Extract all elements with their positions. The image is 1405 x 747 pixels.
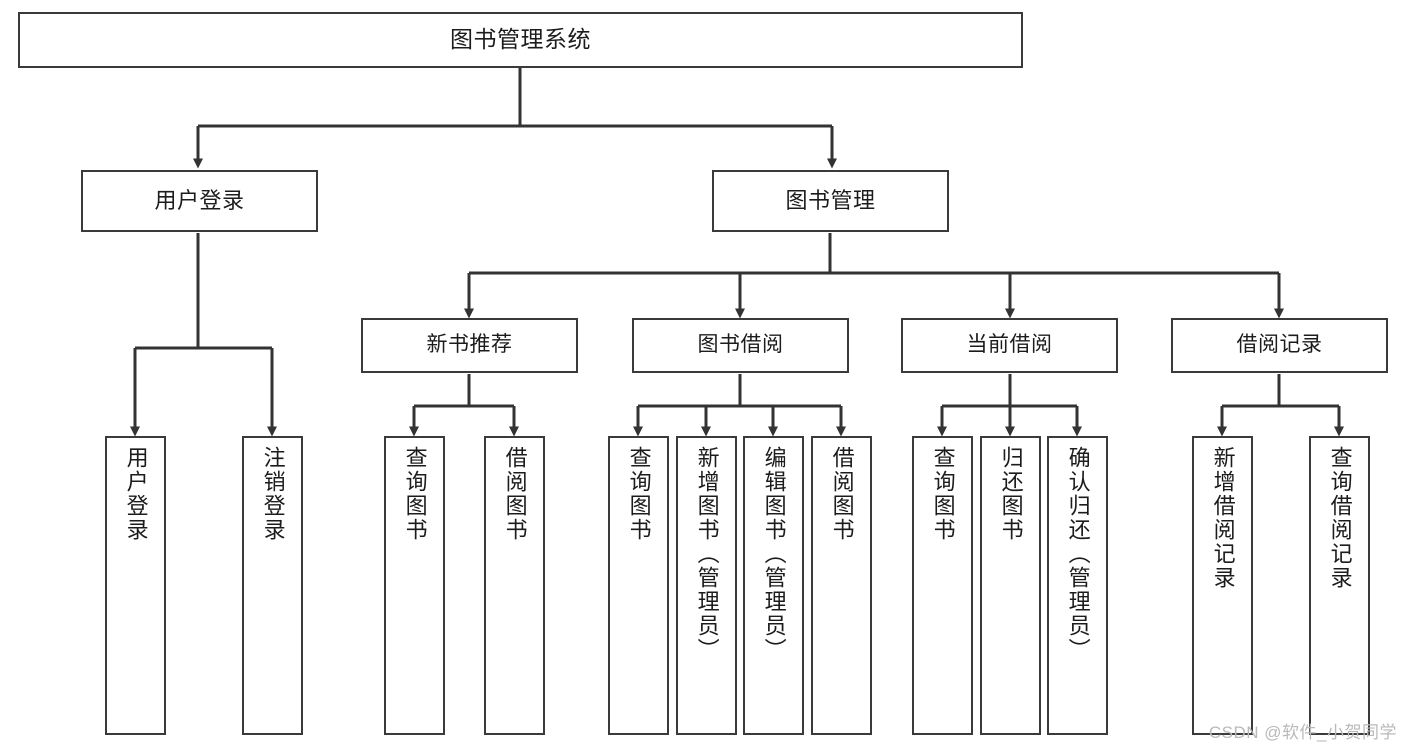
leaf-logout[interactable]: 注销登录 — [242, 436, 303, 735]
leaf-query-books-current[interactable]: 查询图书 — [912, 436, 973, 735]
leaf-user-login[interactable]: 用户登录 — [105, 436, 166, 735]
node-current-borrow[interactable]: 当前借阅 — [901, 318, 1118, 373]
leaf-borrow-books-borrow-label: 借阅图书 — [829, 446, 855, 542]
leaf-query-borrow-record-label: 查询借阅记录 — [1327, 446, 1353, 590]
node-root[interactable]: 图书管理系统 — [18, 12, 1023, 68]
node-user-login-label: 用户登录 — [154, 188, 245, 214]
node-borrow-record[interactable]: 借阅记录 — [1171, 318, 1388, 373]
node-new-book-recommend-label: 新书推荐 — [426, 333, 513, 357]
node-new-book-recommend[interactable]: 新书推荐 — [361, 318, 578, 373]
leaf-edit-book-admin-label: 编辑图书（管理员） — [761, 446, 787, 662]
leaf-query-books-new-label: 查询图书 — [402, 446, 428, 542]
leaf-edit-book-admin[interactable]: 编辑图书（管理员） — [743, 436, 804, 735]
leaf-add-book-admin-label: 新增图书（管理员） — [694, 446, 720, 662]
leaf-query-books-new[interactable]: 查询图书 — [384, 436, 445, 735]
leaf-query-books-borrow-label: 查询图书 — [626, 446, 652, 542]
node-user-login[interactable]: 用户登录 — [81, 170, 318, 232]
node-root-label: 图书管理系统 — [450, 26, 591, 53]
node-current-borrow-label: 当前借阅 — [966, 333, 1053, 357]
leaf-logout-label: 注销登录 — [260, 446, 286, 542]
leaf-confirm-return-admin-label: 确认归还（管理员） — [1065, 446, 1091, 662]
leaf-borrow-books-new-label: 借阅图书 — [502, 446, 528, 542]
leaf-return-books-label: 归还图书 — [998, 446, 1024, 542]
node-book-management-label: 图书管理 — [785, 188, 876, 214]
watermark-text: CSDN @软件_小贺同学 — [1208, 723, 1397, 742]
leaf-borrow-books-borrow[interactable]: 借阅图书 — [811, 436, 872, 735]
leaf-query-books-borrow[interactable]: 查询图书 — [608, 436, 669, 735]
leaf-borrow-books-new[interactable]: 借阅图书 — [484, 436, 545, 735]
leaf-query-borrow-record[interactable]: 查询借阅记录 — [1309, 436, 1370, 735]
leaf-confirm-return-admin[interactable]: 确认归还（管理员） — [1047, 436, 1108, 735]
leaf-user-login-label: 用户登录 — [123, 446, 149, 542]
leaf-query-books-current-label: 查询图书 — [930, 446, 956, 542]
node-book-borrow[interactable]: 图书借阅 — [632, 318, 849, 373]
leaf-add-borrow-record-label: 新增借阅记录 — [1210, 446, 1236, 590]
leaf-add-book-admin[interactable]: 新增图书（管理员） — [676, 436, 737, 735]
node-book-management[interactable]: 图书管理 — [712, 170, 949, 232]
node-book-borrow-label: 图书借阅 — [697, 333, 784, 357]
leaf-add-borrow-record[interactable]: 新增借阅记录 — [1192, 436, 1253, 735]
leaf-return-books[interactable]: 归还图书 — [980, 436, 1041, 735]
node-borrow-record-label: 借阅记录 — [1236, 333, 1323, 357]
